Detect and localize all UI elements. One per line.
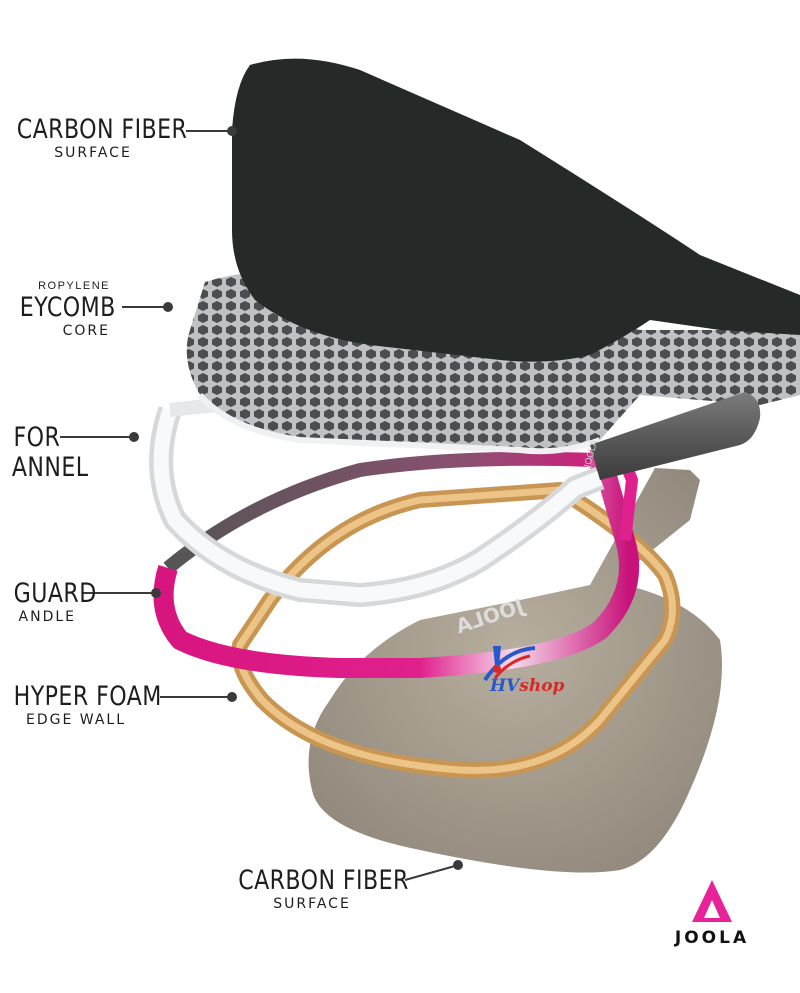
hvshop-watermark: HVshop bbox=[465, 640, 585, 710]
leader-lines bbox=[60, 126, 463, 881]
label-carbon-fiber-top: CARBON FIBER SURFACE bbox=[0, 114, 188, 162]
hvshop-hv: HV bbox=[490, 676, 520, 696]
joola-mark-icon bbox=[692, 880, 732, 922]
label-honeycomb-title: EYCOMB bbox=[19, 292, 116, 323]
label-hyper-foam-title: HYPER FOAM bbox=[13, 681, 162, 712]
label-carbon-fiber-bottom-title: CARBON FIBER bbox=[238, 865, 409, 896]
top-carbon-surface bbox=[232, 58, 800, 362]
label-edge-guard-title: GUARD bbox=[13, 578, 97, 609]
label-carbon-fiber-bottom-sub: SURFACE bbox=[273, 896, 351, 912]
label-channel-line1: FOR bbox=[13, 422, 61, 453]
label-carbon-fiber-bottom: CARBON FIBER SURFACE bbox=[222, 865, 409, 913]
hvshop-text: HVshop bbox=[490, 676, 564, 696]
label-honeycomb-pre: ROPYLENE bbox=[38, 280, 110, 292]
hyper-foam-edge-wall bbox=[231, 482, 681, 779]
hvshop-shop: shop bbox=[519, 676, 565, 696]
label-channel: FOR ANNEL bbox=[0, 422, 89, 483]
label-carbon-fiber-top-sub: SURFACE bbox=[54, 145, 132, 161]
label-edge-guard-sub: ANDLE bbox=[18, 609, 76, 625]
label-hyper-foam-sub: EDGE WALL bbox=[25, 712, 127, 728]
label-honeycomb-core: ROPYLENE EYCOMB CORE bbox=[0, 280, 116, 339]
shuttlecock-icon bbox=[483, 646, 536, 682]
joola-logo: JOOLA bbox=[662, 878, 762, 950]
label-edge-guard: GUARD ANDLE bbox=[0, 578, 97, 626]
label-carbon-fiber-top-title: CARBON FIBER bbox=[16, 114, 188, 145]
label-channel-line2: ANNEL bbox=[11, 452, 89, 483]
label-hyper-foam: HYPER FOAM EDGE WALL bbox=[0, 681, 162, 729]
label-honeycomb-sub: CORE bbox=[62, 323, 110, 339]
joola-wordmark: JOOLA bbox=[674, 928, 750, 948]
